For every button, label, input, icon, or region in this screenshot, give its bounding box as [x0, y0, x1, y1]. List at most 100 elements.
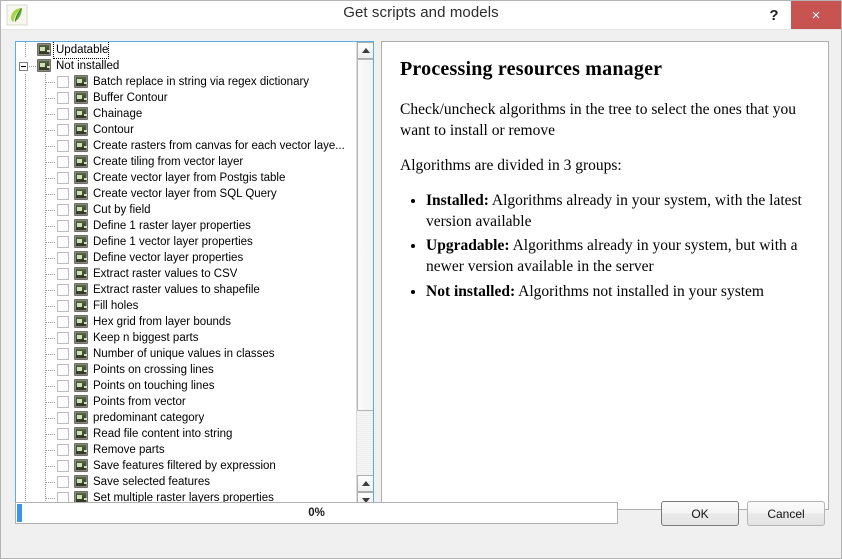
- script-icon: [73, 314, 91, 330]
- algorithm-checkbox[interactable]: [56, 282, 73, 298]
- algorithm-checkbox[interactable]: [56, 90, 73, 106]
- tree-item-row[interactable]: Keep n biggest parts: [16, 330, 356, 346]
- algorithm-checkbox[interactable]: [56, 138, 73, 154]
- tree-item-row[interactable]: Create tiling from vector layer: [16, 154, 356, 170]
- scroll-up-button[interactable]: [357, 42, 373, 59]
- tree-item-label: Points on touching lines: [93, 380, 215, 392]
- scroll-up-button-bottom[interactable]: [357, 475, 373, 492]
- tree-item-row[interactable]: Chainage: [16, 106, 356, 122]
- tree-group-row[interactable]: Updatable: [16, 42, 356, 59]
- cancel-button[interactable]: Cancel: [747, 501, 825, 526]
- tree-item-row[interactable]: Contour: [16, 122, 356, 138]
- ok-button[interactable]: OK: [661, 501, 739, 526]
- script-icon: [73, 154, 91, 170]
- tree-item-row[interactable]: Save selected features: [16, 474, 356, 490]
- tree-indent-guide: [36, 394, 56, 410]
- tree-item-row[interactable]: Hex grid from layer bounds: [16, 314, 356, 330]
- tree-item-row[interactable]: Define 1 raster layer properties: [16, 218, 356, 234]
- tree-item-row[interactable]: Points from vector: [16, 394, 356, 410]
- tree-indent-guide: [36, 442, 56, 458]
- algorithm-checkbox[interactable]: [56, 154, 73, 170]
- algorithm-checkbox[interactable]: [56, 330, 73, 346]
- script-icon: [73, 186, 91, 202]
- tree-item-row[interactable]: predominant category: [16, 410, 356, 426]
- tree-indent-guide: [16, 106, 36, 122]
- tree-item-label: Define 1 vector layer properties: [93, 236, 253, 248]
- tree-item-row[interactable]: Points on touching lines: [16, 378, 356, 394]
- tree-item-label: Buffer Contour: [93, 92, 168, 104]
- tree-item-row[interactable]: Buffer Contour: [16, 90, 356, 106]
- algorithm-checkbox[interactable]: [56, 106, 73, 122]
- tree-item-label: Number of unique values in classes: [93, 348, 275, 360]
- script-icon: [73, 458, 91, 474]
- tree-indent-guide: [36, 330, 56, 346]
- progress-bar: 0%: [15, 502, 618, 524]
- tree-item-row[interactable]: Remove parts: [16, 442, 356, 458]
- tree-item-row[interactable]: Extract raster values to shapefile: [16, 282, 356, 298]
- help-button[interactable]: ?: [757, 1, 791, 29]
- tree-item-label: Create vector layer from SQL Query: [93, 188, 277, 200]
- tree-indent-guide: [16, 346, 36, 362]
- algorithm-checkbox[interactable]: [56, 234, 73, 250]
- tree-item-label: Fill holes: [93, 300, 139, 312]
- tree-indent-guide: [36, 346, 56, 362]
- algorithm-checkbox[interactable]: [56, 250, 73, 266]
- algorithm-checkbox[interactable]: [56, 186, 73, 202]
- tree-item-row[interactable]: Extract raster values to CSV: [16, 266, 356, 282]
- tree-item-row[interactable]: Define 1 vector layer properties: [16, 234, 356, 250]
- tree-indent-guide: [16, 74, 36, 90]
- close-icon[interactable]: ×: [791, 1, 841, 29]
- tree-item-row[interactable]: Create rasters from canvas for each vect…: [16, 138, 356, 154]
- algorithm-checkbox[interactable]: [56, 442, 73, 458]
- tree-item-row[interactable]: Save features filtered by expression: [16, 458, 356, 474]
- tree-item-label: Batch replace in string via regex dictio…: [93, 76, 310, 88]
- algorithm-checkbox[interactable]: [56, 298, 73, 314]
- tree-item-row[interactable]: Create vector layer from SQL Query: [16, 186, 356, 202]
- tree-item-label: Create vector layer from Postgis table: [93, 172, 286, 184]
- tree-item-row[interactable]: Points on crossing lines: [16, 362, 356, 378]
- algorithm-checkbox[interactable]: [56, 266, 73, 282]
- tree-item-label: predominant category: [93, 412, 205, 424]
- algorithm-checkbox[interactable]: [56, 474, 73, 490]
- script-icon: [73, 330, 91, 346]
- tree-item-row[interactable]: Set multiple raster layers properties: [16, 490, 356, 506]
- script-icon: [73, 442, 91, 458]
- algorithm-checkbox[interactable]: [56, 378, 73, 394]
- algorithm-checkbox[interactable]: [56, 410, 73, 426]
- window-controls: ? ×: [757, 1, 841, 29]
- tree-indent-guide: [16, 378, 36, 394]
- tree-indent-guide: [36, 314, 56, 330]
- expander-box: [19, 62, 28, 71]
- tree-vertical-scrollbar[interactable]: [356, 42, 373, 509]
- tree-indent-guide: [16, 250, 36, 266]
- algorithm-checkbox[interactable]: [56, 426, 73, 442]
- algorithm-checkbox[interactable]: [56, 394, 73, 410]
- algorithm-checkbox[interactable]: [56, 218, 73, 234]
- algorithm-checkbox[interactable]: [56, 202, 73, 218]
- scrollbar-thumb[interactable]: [357, 59, 373, 411]
- algorithm-checkbox[interactable]: [56, 362, 73, 378]
- algorithm-checkbox[interactable]: [56, 458, 73, 474]
- tree-group-row[interactable]: Not installed: [16, 58, 356, 74]
- expander-collapse-icon[interactable]: [16, 58, 36, 74]
- tree-item-row[interactable]: Fill holes: [16, 298, 356, 314]
- tree-item-row[interactable]: Read file content into string: [16, 426, 356, 442]
- tree-item-row[interactable]: Batch replace in string via regex dictio…: [16, 74, 356, 90]
- tree-item-row[interactable]: Cut by field: [16, 202, 356, 218]
- algorithm-checkbox[interactable]: [56, 74, 73, 90]
- tree-item-label: Hex grid from layer bounds: [93, 316, 232, 328]
- tree-item-row[interactable]: Define vector layer properties: [16, 250, 356, 266]
- algorithm-checkbox[interactable]: [56, 170, 73, 186]
- algorithm-checkbox[interactable]: [56, 122, 73, 138]
- tree-indent-guide: [16, 234, 36, 250]
- tree-indent-guide: [16, 202, 36, 218]
- tree-item-row[interactable]: Number of unique values in classes: [16, 346, 356, 362]
- algorithm-checkbox[interactable]: [56, 314, 73, 330]
- group-definition-desc: Algorithms already in your system, with …: [426, 192, 802, 231]
- script-icon: [73, 106, 91, 122]
- chevron-up-icon: [361, 48, 370, 53]
- algorithm-checkbox[interactable]: [56, 346, 73, 362]
- tree-item-label: Define 1 raster layer properties: [93, 220, 251, 232]
- tree-item-row[interactable]: Create vector layer from Postgis table: [16, 170, 356, 186]
